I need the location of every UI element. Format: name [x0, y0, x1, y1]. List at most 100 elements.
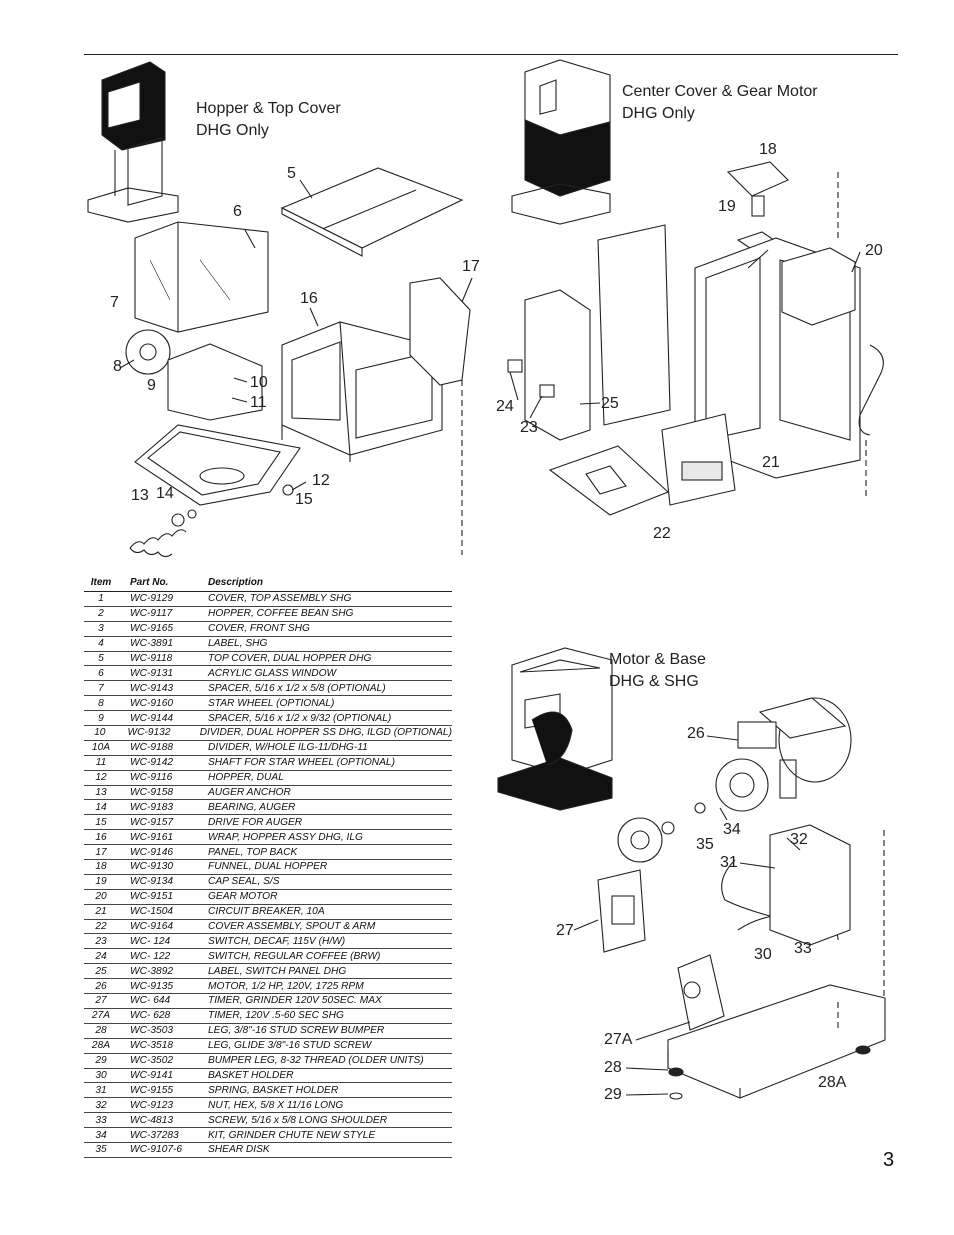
cell-part: WC-9134	[130, 876, 174, 888]
motor-title-line1: Motor & Base	[609, 651, 706, 668]
cell-item: 6	[98, 667, 104, 679]
callout-22: 22	[653, 525, 671, 542]
cell-part: WC-4813	[130, 1114, 174, 1126]
cell-desc: SPRING, BASKET HOLDER	[208, 1084, 339, 1096]
cell-desc: LABEL, SWITCH PANEL DHG	[208, 965, 347, 977]
label-panel	[661, 413, 736, 506]
cell-item: 29	[95, 1055, 107, 1067]
cell-item: 25	[95, 965, 107, 977]
cell-desc: BASKET HOLDER	[208, 1069, 294, 1081]
motor-title-line2: DHG & SHG	[609, 673, 699, 690]
cell-item: 33	[95, 1114, 107, 1126]
cell-desc: SWITCH, DECAF, 115V (H/W)	[208, 935, 346, 947]
cell-part: WC-9142	[130, 757, 174, 769]
cell-part: WC-9164	[130, 921, 174, 933]
cell-part: WC-9131	[130, 667, 174, 679]
cell-part: WC-9155	[130, 1084, 174, 1096]
cell-item: 13	[95, 787, 107, 799]
cell-item: 1	[98, 593, 104, 605]
cell-part: WC-9107-6	[130, 1144, 183, 1156]
callout-28a: 28A	[818, 1074, 847, 1091]
header-desc: Description	[208, 577, 264, 588]
cell-item: 23	[95, 935, 107, 947]
callout-7: 7	[110, 294, 119, 311]
table-row: 13 WC-9158 AUGER ANCHOR	[84, 786, 452, 801]
cell-part: WC-9144	[130, 712, 174, 724]
cell-part: WC-9135	[130, 980, 174, 992]
cell-desc: TOP COVER, DUAL HOPPER DHG	[208, 653, 372, 664]
cell-part: WC-9132	[127, 727, 171, 739]
cell-item: 30	[95, 1069, 107, 1081]
cell-item: 18	[95, 861, 107, 873]
star-wheel-8	[125, 329, 171, 375]
cell-item: 34	[95, 1129, 107, 1141]
cell-desc: DIVIDER, DUAL HOPPER SS DHG, ILGD (OPTIO…	[199, 727, 452, 739]
cell-item: 10A	[91, 742, 111, 754]
cell-desc: HOPPER, DUAL	[208, 772, 284, 784]
cell-part: WC-9158	[130, 787, 174, 799]
callout-24: 24	[496, 398, 514, 415]
cell-item: 21	[95, 906, 107, 918]
callout-26: 26	[687, 725, 705, 742]
header-item: Item	[90, 577, 112, 588]
callout-20: 20	[865, 242, 883, 259]
cell-part: WC- 124	[130, 935, 171, 947]
callout-31: 31	[720, 854, 738, 871]
timer-27	[597, 869, 646, 953]
cell-item: 12	[95, 772, 107, 784]
cell-desc: DIVIDER, W/HOLE ILG-11/DHG-11	[208, 742, 368, 754]
motor-thumbnail	[497, 647, 613, 811]
cell-item: 26	[95, 980, 107, 992]
cell-item: 15	[95, 816, 107, 828]
cell-item: 8	[98, 697, 104, 709]
cell-desc: NUT, HEX, 5/8 X 11/16 LONG	[208, 1099, 344, 1111]
top-cover-5	[280, 167, 464, 257]
cell-part: WC-9117	[130, 608, 173, 620]
cell-part: WC-3503	[130, 1025, 174, 1037]
cell-part: WC-9183	[130, 801, 174, 813]
cell-desc: SPACER, 5/16 x 1/2 x 9/32 (OPTIONAL)	[208, 712, 392, 724]
legs	[668, 1045, 871, 1100]
callout-32: 32	[790, 831, 808, 848]
top-rule	[84, 54, 898, 55]
cell-item: 4	[98, 638, 104, 650]
cell-part: WC- 122	[130, 950, 171, 962]
cell-desc: SHAFT FOR STAR WHEEL (OPTIONAL)	[208, 757, 395, 769]
cell-item: 16	[95, 831, 107, 843]
cell-part: WC-9129	[130, 593, 174, 605]
cell-desc: LEG, GLIDE 3/8"-16 STUD SCREW	[208, 1040, 372, 1052]
funnel-18	[726, 161, 789, 217]
spout-cover-22	[548, 445, 670, 516]
cell-part: WC-9161	[130, 831, 174, 843]
cell-part: WC-9157	[130, 816, 174, 828]
cord	[858, 344, 884, 436]
cell-desc: CIRCUIT BREAKER, 10A	[208, 906, 325, 918]
callout-23: 23	[520, 419, 538, 436]
cell-item: 28	[95, 1025, 107, 1037]
cell-item: 20	[95, 891, 107, 903]
cell-desc: AUGER ANCHOR	[208, 787, 291, 799]
motor-26	[715, 697, 852, 812]
cell-part: WC-9146	[130, 846, 174, 858]
callout-8: 8	[113, 358, 122, 375]
base-plate	[667, 984, 886, 1099]
